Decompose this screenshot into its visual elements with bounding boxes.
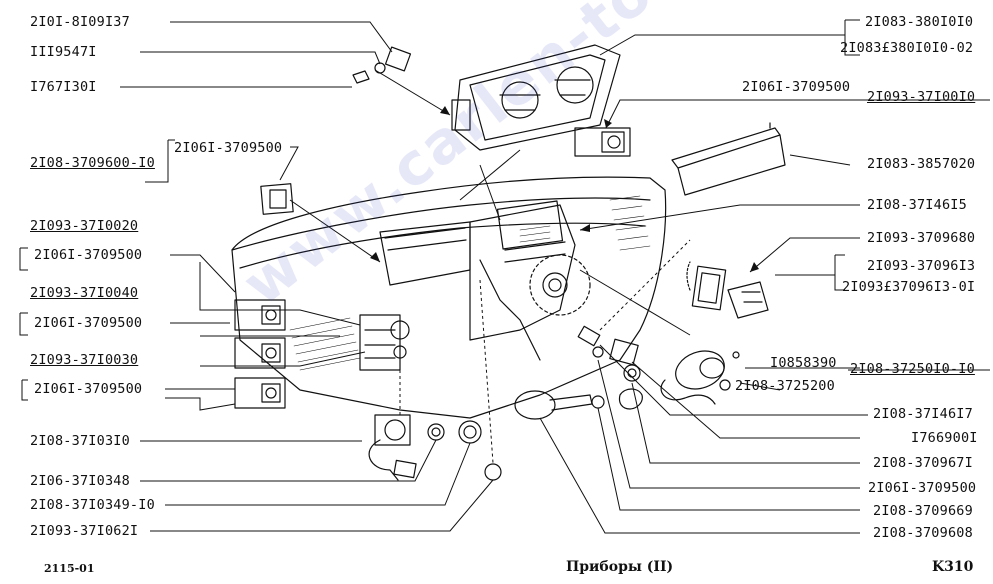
heater-knob [542, 272, 568, 298]
center-console [469, 204, 576, 341]
part-label: 2I06I-3709500 [868, 480, 977, 496]
footer-code: 2115-01 [44, 562, 95, 575]
footer-title: Приборы (II) [566, 559, 674, 575]
part-label: 2I08-37I46I7 [873, 406, 973, 422]
trim-panel [671, 122, 786, 196]
part-label: 2I0I-8I09I37 [30, 14, 130, 30]
part-label: 2I093-37I0040 [30, 285, 139, 301]
part-label: 2I093£37096I3-0I [842, 279, 976, 295]
stalk-switch [514, 390, 605, 420]
part-label: 2I093-37I0030 [30, 352, 139, 368]
part-label: 2I08-37I46I5 [867, 197, 967, 213]
headlight-switch [368, 414, 502, 481]
part-label: 2I08-37I03I0 [30, 433, 130, 449]
part-label: 2I06-37I0348 [30, 473, 130, 489]
part-label: 2I06I-3709500 [34, 315, 143, 331]
part-label: 2I08-37250I0-I0 [850, 361, 975, 377]
radio-slot [496, 200, 564, 250]
dashboard-body [231, 176, 667, 419]
leader-lines [19, 19, 990, 534]
clip-part [384, 46, 412, 72]
left-switch-3 [234, 337, 286, 369]
part-label: 2I093-37I0020 [30, 218, 139, 234]
steering-column [479, 259, 541, 361]
ignition-switch [660, 350, 740, 405]
part-label: 2I08-3709600-I0 [30, 155, 155, 171]
part-label: 2I093-3709680 [867, 230, 976, 246]
part-label: 2I083£380I0I0-02 [840, 40, 974, 56]
switch-block [359, 314, 401, 371]
part-label: 2I08-37I0349-I0 [30, 497, 155, 513]
part-label: 2I093-37096I3 [867, 258, 976, 274]
part-label: 2I08-3709669 [873, 503, 973, 519]
left-switch-4 [234, 377, 286, 409]
part-label: 2I08-3725200 [735, 378, 835, 394]
left-switch-1 [260, 183, 294, 215]
part-label: 2I06I-3709500 [34, 247, 143, 263]
instrument-cluster [451, 44, 621, 151]
part-label: 2I06I-3709500 [742, 79, 851, 95]
arrow-heads [370, 106, 759, 272]
part-label: 2I093-37I062I [30, 523, 139, 539]
switch-hazard [574, 127, 631, 157]
screw-part [374, 62, 386, 74]
dashboard-top-edge [231, 197, 651, 251]
part-label: 2I093-37I00I0 [867, 89, 976, 105]
washer-part [352, 70, 370, 84]
part-label: I767I30I [30, 79, 97, 95]
part-label: I766900I [911, 430, 978, 446]
part-label: 2I08-370967I [873, 455, 973, 471]
footer-page: K310 [932, 559, 974, 575]
part-label: 2I083-3857020 [867, 156, 976, 172]
connector-parts [577, 325, 643, 410]
part-label: I0858390 [770, 355, 837, 371]
left-switch-2 [234, 299, 286, 331]
part-label: 2I06I-3709500 [174, 140, 283, 156]
part-label: 2I08-3709608 [873, 525, 973, 541]
part-label: III9547I [30, 44, 97, 60]
switch-frame [686, 261, 769, 319]
part-label: 2I083-380I0I0 [865, 14, 974, 30]
part-label: 2I06I-3709500 [34, 381, 143, 397]
